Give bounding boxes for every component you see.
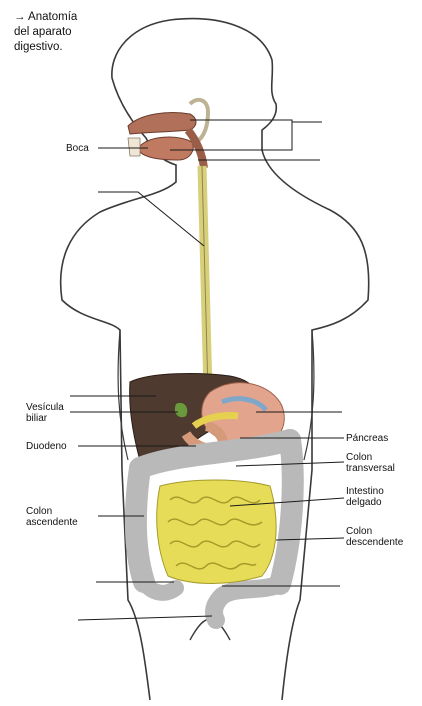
label-boca: Boca <box>66 143 89 154</box>
diagram-title: → Anatomía del aparato digestivo. <box>14 10 124 55</box>
small-intestine <box>157 480 276 584</box>
teeth <box>128 138 140 156</box>
descending-colon <box>280 440 293 584</box>
label-pancreas: Páncreas <box>346 433 388 444</box>
label-duodeno: Duodeno <box>26 441 67 452</box>
tongue <box>140 137 193 160</box>
ascending-colon <box>136 468 144 582</box>
cecum <box>144 582 176 593</box>
sigmoid-colon <box>214 584 280 620</box>
label-colon-ascendente: Colon ascendente <box>26 506 78 528</box>
leader-anus <box>78 616 212 620</box>
label-vesicula-biliar: Vesícula biliar <box>26 402 64 424</box>
nasal-cavity <box>128 113 196 135</box>
label-intestino-delgado: Intestino delgado <box>346 486 384 508</box>
leader-esophagus <box>98 192 204 246</box>
leader-bracket <box>280 120 292 150</box>
label-colon-descendente: Colon descendente <box>346 526 403 548</box>
label-colon-transversal: Colon transversal <box>346 452 395 474</box>
